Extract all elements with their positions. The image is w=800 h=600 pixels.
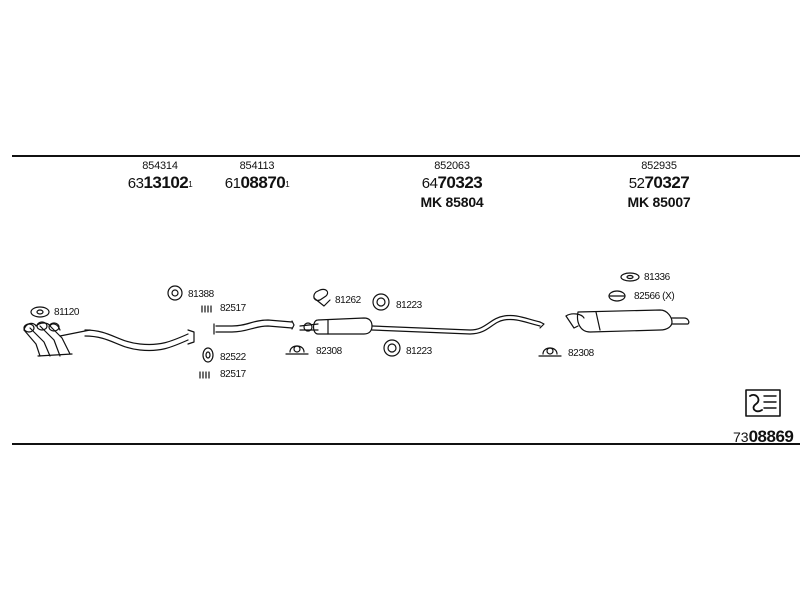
intermediate-pipe bbox=[213, 319, 295, 335]
header-part-4: 852935 5270327 MK 85007 bbox=[604, 160, 714, 210]
header-part-2: 854113 61088701 bbox=[207, 160, 307, 194]
middle-muffler bbox=[299, 314, 545, 335]
front-pipe bbox=[84, 329, 195, 352]
clamp-82308b-icon bbox=[538, 347, 562, 357]
catalog-number-prefix: 73 bbox=[733, 429, 749, 445]
rear-muffler bbox=[565, 309, 690, 333]
header-part-4-number: 5270327 bbox=[628, 173, 690, 192]
part-label-81336: 81336 bbox=[644, 272, 670, 283]
header-part-1-number: 63131021 bbox=[127, 173, 193, 192]
header-part-4-mk: MK 85007 bbox=[627, 194, 691, 210]
part-label-81223b: 81223 bbox=[406, 346, 432, 357]
header-part-2-number: 61088701 bbox=[224, 173, 290, 192]
catalog-number-main: 08869 bbox=[748, 427, 794, 446]
hanger-81336-icon bbox=[620, 272, 640, 282]
part-label-82517b: 82517 bbox=[220, 369, 246, 380]
part-label-82566: 82566 (X) bbox=[634, 291, 675, 302]
part-label-82308a: 82308 bbox=[316, 346, 342, 357]
header-part-3: 852063 6470323 MK 85804 bbox=[402, 160, 502, 210]
part-label-81120: 81120 bbox=[54, 307, 80, 318]
part-label-81388: 81388 bbox=[188, 289, 214, 300]
ring-81388-icon bbox=[167, 285, 183, 301]
header-part-1-code: 854314 bbox=[142, 160, 178, 172]
part-label-81262: 81262 bbox=[335, 295, 361, 306]
part-label-81223a: 81223 bbox=[396, 300, 422, 311]
gasket-82522-icon bbox=[202, 347, 214, 363]
ring-81223b-icon bbox=[383, 339, 401, 357]
header-part-4-code: 852935 bbox=[641, 160, 677, 172]
bolt-82517a-icon bbox=[201, 305, 212, 313]
header-part-3-code: 852063 bbox=[434, 160, 470, 172]
part-label-82522: 82522 bbox=[220, 352, 246, 363]
bolt-82517b-icon bbox=[199, 371, 210, 379]
header-part-3-number: 6470323 bbox=[421, 173, 483, 192]
part-label-82517a: 82517 bbox=[220, 303, 246, 314]
hanger-81262-icon bbox=[313, 288, 331, 307]
header-part-2-code: 854113 bbox=[239, 160, 275, 172]
exhaust-manifold bbox=[23, 321, 91, 357]
gasket-81120-icon bbox=[30, 306, 50, 318]
ring-81223a-icon bbox=[372, 293, 390, 311]
catalog-number: 7308869 bbox=[733, 427, 794, 447]
catalog-logo-icon bbox=[745, 389, 781, 417]
part-label-82308b: 82308 bbox=[568, 348, 594, 359]
bottom-divider bbox=[12, 443, 800, 445]
header-part-3-mk: MK 85804 bbox=[420, 194, 484, 210]
top-divider bbox=[12, 155, 800, 157]
clamp-82308a-icon bbox=[285, 345, 309, 355]
gasket-82566-icon bbox=[608, 290, 626, 302]
header-part-1: 854314 63131021 bbox=[110, 160, 210, 194]
